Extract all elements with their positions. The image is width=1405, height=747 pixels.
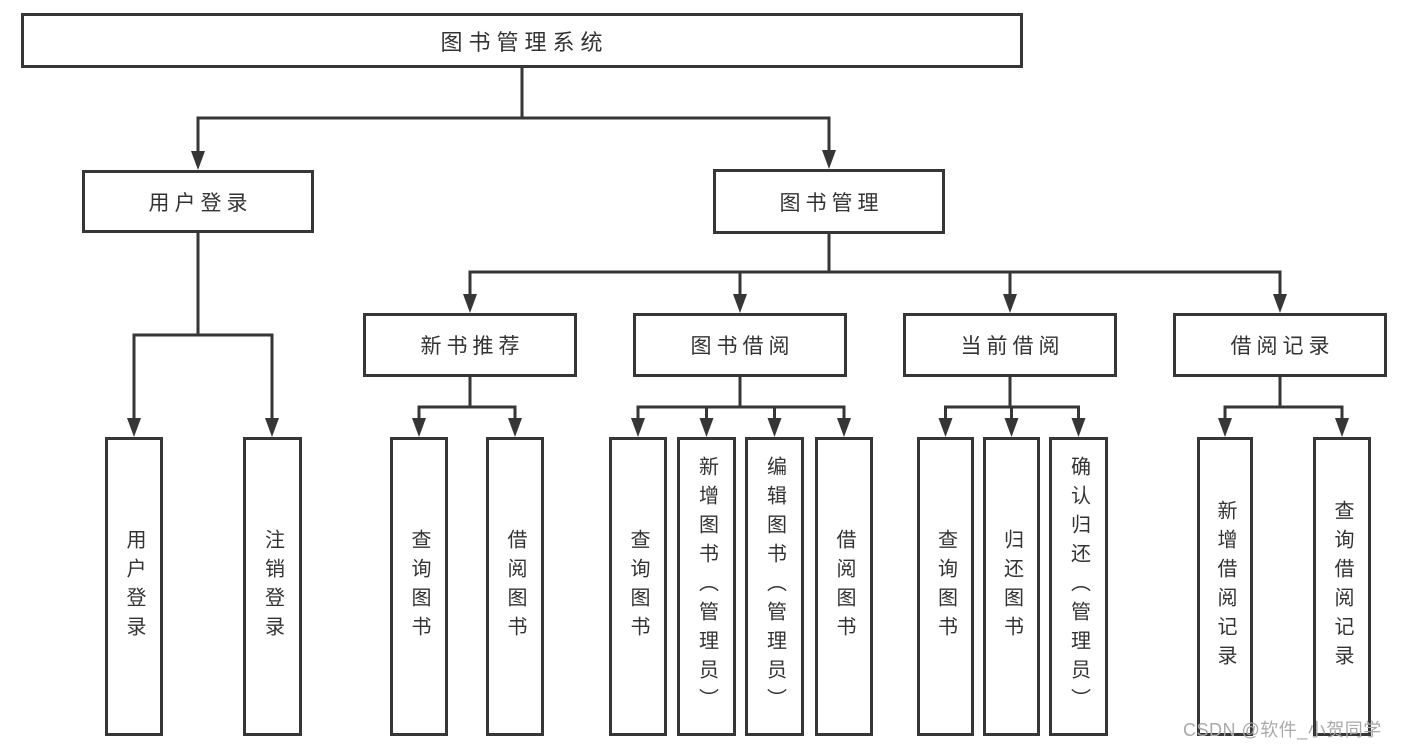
arrow-down-icon [412, 418, 426, 437]
node-label: 新增图书（管理员） [695, 456, 718, 717]
arrow-down-icon [1335, 418, 1349, 437]
node-borrow-records: 借阅记录 [1173, 313, 1387, 377]
connector-current-borrow-children [944, 377, 1080, 421]
arrow-down-icon [191, 151, 205, 170]
node-label: 用户登录 [148, 191, 253, 215]
node-label: 借阅记录 [1230, 335, 1335, 358]
connector-new-book-recommend-children [417, 377, 517, 421]
node-label: 借阅图书 [504, 528, 526, 645]
node-label: 用户登录 [123, 528, 145, 645]
arrow-down-icon [265, 418, 279, 437]
node-label: 图书管理系统 [440, 29, 609, 55]
node-book-borrow: 图书借阅 [633, 313, 847, 377]
arrow-down-icon [127, 418, 141, 437]
arrow-down-icon [822, 150, 836, 169]
arrow-down-icon [733, 294, 747, 313]
node-edit-books-admin: 编辑图书（管理员） [745, 437, 804, 736]
node-label: 借阅图书 [833, 528, 855, 645]
node-book-management: 图书管理 [713, 169, 945, 234]
node-root: 图书管理系统 [21, 13, 1023, 68]
node-label: 图书借阅 [690, 335, 795, 358]
node-label: 图书管理 [779, 191, 884, 215]
node-label: 确认归还（管理员） [1067, 456, 1090, 717]
node-logout: 注销登录 [243, 437, 302, 736]
node-label: 编辑图书（管理员） [763, 456, 786, 717]
node-return-books: 归还图书 [983, 437, 1040, 736]
arrow-down-icon [508, 418, 522, 437]
watermark: CSDN @软件_小贺同学 [1183, 720, 1382, 740]
node-user-login-leaf: 用户登录 [105, 437, 163, 736]
connector-borrow-records-children [1223, 377, 1344, 421]
arrow-down-icon [1273, 294, 1287, 313]
arrow-down-icon [837, 418, 851, 437]
node-label: 查询图书 [627, 528, 649, 645]
arrow-down-icon [1004, 418, 1019, 437]
node-borrow-books-2: 借阅图书 [815, 437, 873, 736]
connector-root-to-level2 [196, 68, 831, 153]
arrow-down-icon [463, 294, 477, 313]
node-add-borrow-record: 新增借阅记录 [1197, 437, 1253, 736]
connector-user-login-children [132, 233, 274, 421]
arrow-down-icon [631, 418, 645, 437]
node-new-book-recommend: 新书推荐 [363, 313, 577, 377]
connector-book-management-children [468, 234, 1282, 297]
node-current-borrow: 当前借阅 [903, 313, 1117, 377]
arrow-down-icon [1003, 294, 1017, 313]
arrow-down-icon [699, 418, 714, 437]
connector-book-borrow-children [636, 377, 846, 421]
node-user-login: 用户登录 [82, 170, 314, 233]
node-label: 查询借阅记录 [1331, 499, 1353, 674]
node-query-books-2: 查询图书 [609, 437, 667, 736]
arrow-down-icon [1218, 418, 1232, 437]
arrow-down-icon [767, 418, 782, 437]
node-label: 查询图书 [934, 528, 957, 645]
node-query-books-1: 查询图书 [390, 437, 448, 736]
node-label: 新增借阅记录 [1214, 499, 1236, 674]
node-query-borrow-record: 查询借阅记录 [1313, 437, 1371, 736]
node-label: 查询图书 [408, 528, 430, 645]
node-borrow-books-1: 借阅图书 [486, 437, 544, 736]
node-query-books-3: 查询图书 [917, 437, 974, 736]
arrow-down-icon [1071, 418, 1086, 437]
node-label: 当前借阅 [960, 335, 1065, 358]
node-label: 注销登录 [261, 528, 284, 645]
node-add-books-admin: 新增图书（管理员） [677, 437, 736, 736]
arrow-down-icon [938, 418, 953, 437]
node-label: 新书推荐 [420, 335, 525, 358]
node-label: 归还图书 [1000, 528, 1023, 645]
node-confirm-return-admin: 确认归还（管理员） [1049, 437, 1108, 736]
